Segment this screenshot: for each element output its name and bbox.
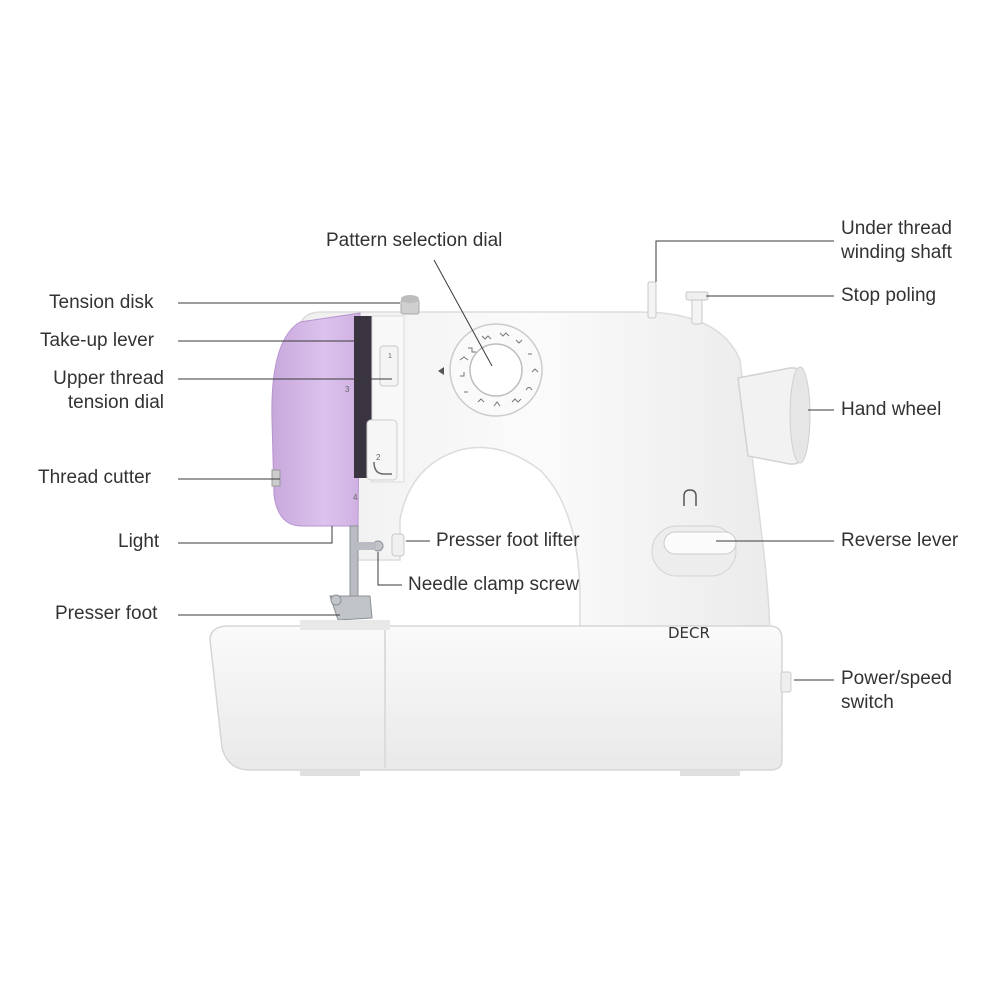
label-light: Light bbox=[118, 531, 160, 552]
pattern-dial-shape bbox=[449, 323, 543, 417]
label-under-thread-winding-shaft: Under thread winding shaft bbox=[841, 217, 952, 265]
label-tension-disk: Tension disk bbox=[49, 292, 154, 313]
label-under-thread-winding-shaft-line1: Under thread bbox=[841, 218, 952, 239]
label-pattern-selection-dial: Pattern selection dial bbox=[326, 230, 503, 251]
label-reverse-lever: Reverse lever bbox=[841, 530, 959, 551]
brand-logo: DECR bbox=[668, 624, 710, 642]
needle-bar bbox=[349, 525, 359, 597]
label-upper-thread-tension-dial-line2: tension dial bbox=[67, 392, 164, 413]
machine-base bbox=[209, 625, 783, 771]
label-take-up-lever: Take-up lever bbox=[40, 330, 155, 351]
label-needle-clamp-screw: Needle clamp screw bbox=[408, 574, 580, 595]
marking-1: 1 bbox=[388, 353, 392, 360]
label-under-thread-winding-shaft-line2: winding shaft bbox=[841, 242, 952, 263]
label-upper-thread-tension-dial-line1: Upper thread bbox=[53, 368, 164, 389]
marking-2: 2 bbox=[376, 453, 381, 462]
marking-3: 3 bbox=[345, 385, 350, 394]
label-power-speed-switch-line2: switch bbox=[841, 692, 894, 713]
marking-4: 4 bbox=[353, 493, 358, 502]
label-upper-thread-tension-dial: Upper thread tension dial bbox=[36, 367, 164, 415]
label-stop-poling: Stop poling bbox=[841, 285, 937, 306]
label-power-speed-switch-line1: Power/speed bbox=[841, 668, 952, 689]
label-thread-cutter: Thread cutter bbox=[38, 467, 151, 488]
label-presser-foot-lifter: Presser foot lifter bbox=[436, 530, 580, 551]
lilac-head-cover bbox=[271, 312, 361, 527]
machine-arm-body bbox=[299, 311, 771, 661]
label-power-speed-switch: Power/speed switch bbox=[841, 667, 952, 715]
label-presser-foot: Presser foot bbox=[55, 603, 158, 624]
label-hand-wheel: Hand wheel bbox=[841, 399, 942, 420]
